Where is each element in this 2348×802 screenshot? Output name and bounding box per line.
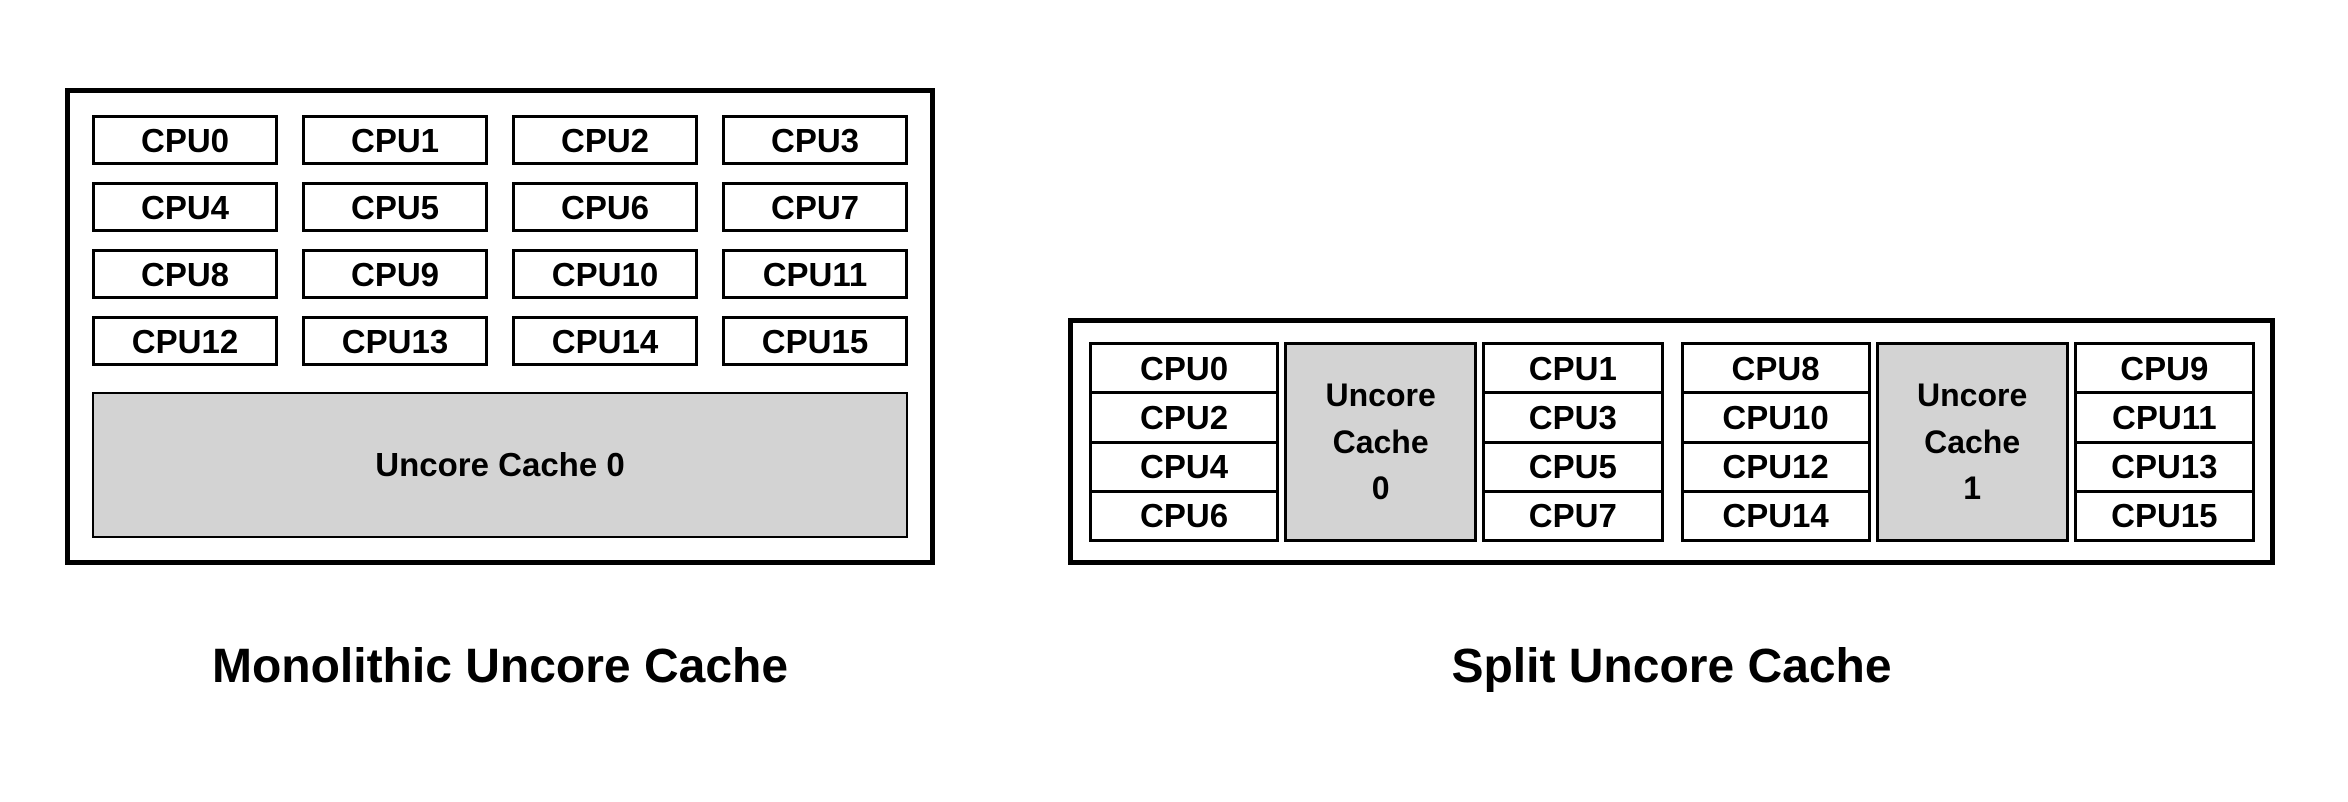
cpu-box: CPU4 [92, 182, 278, 232]
cache-cluster-1: CPU8 CPU10 CPU12 CPU14 Uncore Cache 1 CP… [1680, 342, 2256, 542]
cluster1-left-cpu-column: CPU8 CPU10 CPU12 CPU14 [1680, 342, 1871, 542]
cpu-box: CPU8 [92, 249, 278, 299]
cpu-cell: CPU9 [2120, 349, 2209, 387]
cpu-box: CPU7 [722, 182, 908, 232]
cpu-cell: CPU5 [1485, 440, 1661, 490]
cpu-cell: CPU4 [1092, 440, 1277, 490]
cpu-box: CPU0 [92, 115, 278, 165]
cpu-cell: CPU6 [1092, 489, 1277, 539]
cpu-cell: CPU15 [2076, 489, 2253, 539]
cpu-box: CPU1 [302, 115, 488, 165]
cpu-box: CPU14 [512, 316, 698, 366]
cpu-box: CPU13 [302, 316, 488, 366]
cpu-cell: CPU3 [1485, 391, 1661, 440]
cache-label-line: Uncore [1916, 377, 2028, 414]
cpu-cell: CPU1 [1528, 349, 1617, 387]
cpu-cell: CPU14 [1683, 489, 1868, 539]
cpu-box: CPU12 [92, 316, 278, 366]
cpu-cell: CPU12 [1683, 440, 1868, 490]
cache-label-line: 1 [1963, 470, 1982, 507]
cpu-cell: CPU7 [1485, 489, 1661, 539]
cache-label-line: 0 [1371, 470, 1390, 507]
uncore-cache-0-box: Uncore Cache 0 [92, 392, 908, 538]
monolithic-cpu-grid: CPU0 CPU1 CPU2 CPU3 CPU4 CPU5 CPU6 CPU7 … [92, 115, 908, 366]
cpu-box: CPU9 [302, 249, 488, 299]
cpu-cell: CPU13 [2076, 440, 2253, 490]
cache-label-line: Cache [1332, 423, 1429, 460]
cpu-box: CPU2 [512, 115, 698, 165]
uncore-cache-1-split-box: Uncore Cache 1 [1875, 342, 2069, 542]
cpu-box: CPU15 [722, 316, 908, 366]
cpu-box: CPU10 [512, 249, 698, 299]
split-package-box: CPU0 CPU2 CPU4 CPU6 Uncore Cache 0 CPU1 … [1068, 318, 2275, 565]
cluster1-right-cpu-column: CPU9 CPU11 CPU13 CPU15 [2073, 342, 2256, 542]
cpu-cell: CPU11 [2076, 391, 2253, 440]
monolithic-caption: Monolithic Uncore Cache [211, 640, 789, 693]
cpu-cell: CPU8 [1731, 349, 1820, 387]
cluster0-right-cpu-column: CPU1 CPU3 CPU5 CPU7 [1482, 342, 1664, 542]
cache-label-line: Cache [1924, 423, 2021, 460]
cache-cluster-0: CPU0 CPU2 CPU4 CPU6 Uncore Cache 0 CPU1 … [1089, 342, 1664, 542]
uncore-cache-0-split-box: Uncore Cache 0 [1284, 342, 1478, 542]
monolithic-package-box: CPU0 CPU1 CPU2 CPU3 CPU4 CPU5 CPU6 CPU7 … [65, 88, 935, 565]
cpu-box: CPU5 [302, 182, 488, 232]
cpu-cell: CPU0 [1140, 349, 1229, 387]
cache-label-line: Uncore [1325, 377, 1436, 414]
cpu-box: CPU3 [722, 115, 908, 165]
cpu-cell: CPU2 [1092, 391, 1277, 440]
cpu-cell: CPU10 [1683, 391, 1868, 440]
cluster0-left-cpu-column: CPU0 CPU2 CPU4 CPU6 [1089, 342, 1280, 542]
split-caption: Split Uncore Cache [1451, 640, 1892, 693]
cpu-box: CPU11 [722, 249, 908, 299]
cpu-box: CPU6 [512, 182, 698, 232]
